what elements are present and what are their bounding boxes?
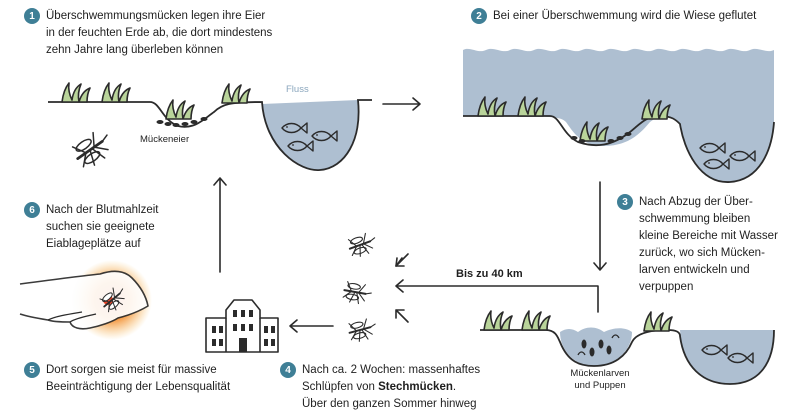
step-2: 2 Bei einer Überschwemmung wird die Wies… xyxy=(471,8,756,25)
arrow-icon xyxy=(395,253,599,323)
step-text-line: Bei einer Überschwemmung wird die Wiese … xyxy=(493,10,757,22)
step-text-part: Schlüpfen von xyxy=(302,381,379,393)
larvae-label: Mückenlarven und Puppen xyxy=(560,368,640,392)
step-4: 4 Nach ca. 2 Wochen: massenhaftes Schlüp… xyxy=(280,362,480,413)
scene-dry-meadow xyxy=(48,82,372,171)
house-icon xyxy=(205,299,279,353)
step-number-badge: 1 xyxy=(24,8,40,24)
step-text: Nach der Blutmahlzeit suchen sie geeigne… xyxy=(46,202,159,253)
life-cycle-artwork xyxy=(19,48,775,385)
step-text-line: Schlüpfen von Stechmücken. xyxy=(302,379,480,396)
step-number-badge: 4 xyxy=(280,362,296,378)
step-text: Dort sorgen sie meist für massive Beeint… xyxy=(46,362,230,396)
step-text-line: Beeinträchtigung der Lebensqualität xyxy=(46,381,231,393)
step-text-line: Nach Abzug der Über- xyxy=(639,196,753,208)
step-5: 5 Dort sorgen sie meist für massive Beei… xyxy=(24,362,230,396)
step-text-line: schwemmung bleiben xyxy=(639,213,751,225)
step-text-line: Dort sorgen sie meist für massive xyxy=(46,364,217,376)
step-text-line: Über den ganzen Sommer hinweg xyxy=(302,398,477,410)
step-text-bold: Stechmücken xyxy=(378,381,453,393)
step-text-line: kleine Bereiche mit Wasser xyxy=(639,230,778,242)
arrow-icon xyxy=(213,177,227,273)
step-3: 3 Nach Abzug der Über- schwemmung bleibe… xyxy=(617,194,778,296)
step-text: Bei einer Überschwemmung wird die Wiese … xyxy=(493,8,756,25)
arrow-icon xyxy=(289,319,334,333)
step-text: Nach Abzug der Über- schwemmung bleiben … xyxy=(639,194,778,296)
step-number-badge: 3 xyxy=(617,194,633,210)
river-label: Fluss xyxy=(286,84,309,95)
scene-flooded-meadow xyxy=(463,48,775,183)
mosquito-icon xyxy=(345,230,380,260)
arrow-icon xyxy=(593,181,607,271)
step-number-badge: 2 xyxy=(471,8,487,24)
step-text-line: zehn Jahre lang überleben können xyxy=(46,44,224,56)
step-text-line: Nach der Blutmahlzeit xyxy=(46,204,159,216)
step-number-badge: 6 xyxy=(24,202,40,218)
eggs-label: Mückeneier xyxy=(140,134,190,145)
mosquito-icon xyxy=(341,280,374,307)
step-text-line: Nach ca. 2 Wochen: massenhaftes xyxy=(302,364,481,376)
step-text-part: . xyxy=(452,381,457,393)
larvae-label-line-2: und Puppen xyxy=(574,380,626,391)
step-text-line: Eiablageplätze auf xyxy=(46,238,141,250)
step-text: Nach ca. 2 Wochen: massenhaftes Schlüpfe… xyxy=(302,362,480,413)
step-text-line: larven entwickeln und xyxy=(639,264,750,276)
step-text-line: verpuppen xyxy=(639,281,694,293)
hand-icon xyxy=(19,260,152,340)
step-6: 6 Nach der Blutmahlzeit suchen sie geeig… xyxy=(24,202,159,253)
distance-label: Bis zu 40 km xyxy=(456,268,523,280)
step-text-line: zurück, wo sich Mücken- xyxy=(639,247,765,259)
step-number-badge: 5 xyxy=(24,362,40,378)
step-text-line: suchen sie geeignete xyxy=(46,221,155,233)
step-1: 1 Überschwemmungsmücken legen ihre Eier … xyxy=(24,8,272,59)
arrow-icon xyxy=(382,97,421,111)
mosquito-icon xyxy=(346,316,380,345)
mosquito-icon xyxy=(69,125,119,173)
larvae-label-line-1: Mückenlarven xyxy=(570,368,630,379)
step-text: Überschwemmungsmücken legen ihre Eier in… xyxy=(46,8,272,59)
scene-puddles xyxy=(480,310,775,385)
step-text-line: in der feuchten Erde ab, die dort mindes… xyxy=(46,27,273,39)
step-text-line: Überschwemmungsmücken legen ihre Eier xyxy=(46,10,266,22)
